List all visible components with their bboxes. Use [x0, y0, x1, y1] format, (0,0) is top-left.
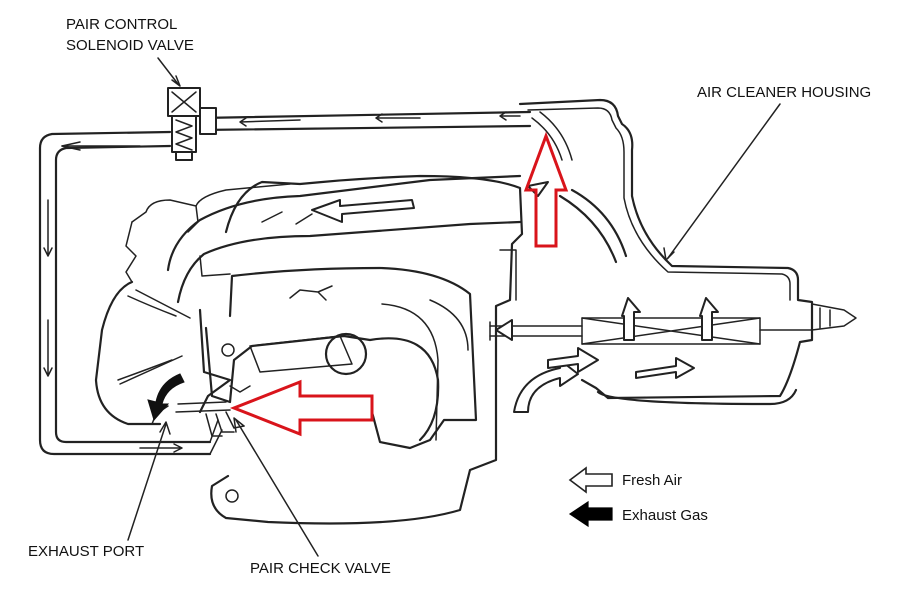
fresh-air-flow-arrows [43, 111, 719, 453]
pair-air-tube [38, 110, 532, 456]
label-exhaust-port: EXHAUST PORT [28, 543, 144, 560]
label-pair-check-valve: PAIR CHECK VALVE [250, 560, 391, 577]
leader-lines [127, 57, 781, 557]
red-arrow-housing-outlet [523, 131, 569, 248]
red-arrow-check-valve [229, 379, 374, 437]
solenoid-valve [167, 87, 217, 161]
label-solenoid-line1: PAIR CONTROL [66, 16, 177, 33]
legend-exhaust-gas: Exhaust Gas [622, 507, 708, 524]
legend-fresh-air: Fresh Air [622, 472, 682, 489]
air-cleaner-housing [489, 98, 857, 406]
highlight-arrows [229, 131, 569, 437]
fresh-air-legend-icon [568, 466, 613, 494]
label-air-cleaner-housing: AIR CLEANER HOUSING [697, 84, 871, 101]
engine-cylinder-head [94, 174, 524, 525]
exhaust-gas-flow-arrow [147, 373, 185, 422]
legend: Fresh Air Exhaust Gas [568, 466, 708, 528]
label-solenoid-line2: SOLENOID VALVE [66, 37, 194, 54]
exhaust-gas-legend-icon [568, 500, 613, 528]
